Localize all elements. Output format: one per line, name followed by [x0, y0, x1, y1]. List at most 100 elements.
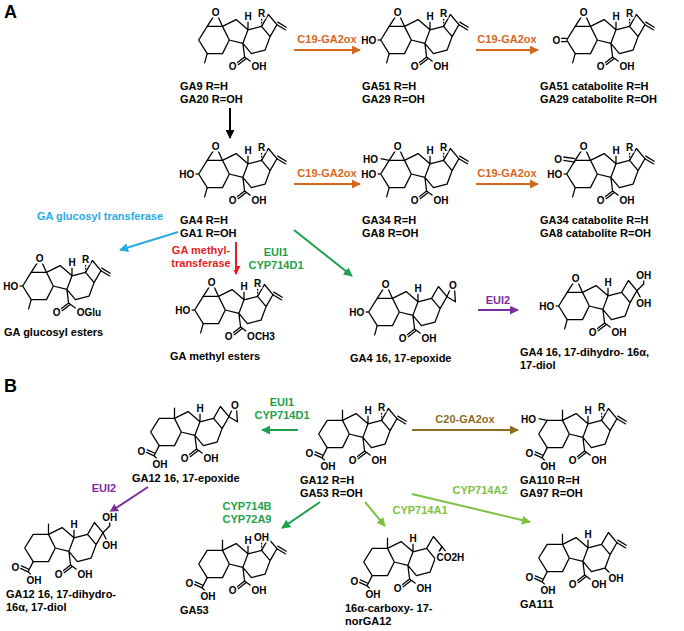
- molecule-name: GA34 R=H: [362, 214, 474, 227]
- atom-label: O: [568, 579, 578, 590]
- atom-label: HO: [2, 281, 19, 292]
- molecule-structure: [314, 409, 406, 461]
- atom-label: H: [611, 145, 620, 156]
- atom-label: OH: [416, 583, 433, 594]
- atom-label: H: [243, 11, 252, 22]
- molecule-name: GA20 R=OH: [180, 93, 292, 106]
- atom-label: OH: [251, 61, 268, 72]
- reaction-arrow: [294, 183, 360, 185]
- atom-label: OH: [433, 61, 450, 72]
- atom-label: H: [413, 283, 422, 294]
- atom-label: HO: [348, 307, 365, 318]
- atom-label: R: [257, 7, 266, 18]
- atom-label: HO: [360, 35, 377, 46]
- name-block: GA methyl esters: [170, 350, 296, 363]
- atom-label: O: [35, 252, 45, 263]
- molecule-node: GA53: [178, 528, 292, 619]
- reaction-arrow: [229, 108, 231, 138]
- molecule-name: GA8 catabolite R=OH: [540, 227, 680, 240]
- atom-label: O: [571, 272, 581, 283]
- molecule-structure: [377, 15, 468, 65]
- molecule-structure: [199, 15, 287, 65]
- atom-label: OCH3: [246, 331, 276, 342]
- atom-label: O: [448, 279, 458, 290]
- atom-label: H: [425, 11, 434, 22]
- molecule-name: GA29 R=OH: [362, 93, 474, 106]
- atom-label: O: [524, 571, 534, 582]
- atom-label: O: [228, 61, 238, 72]
- molecule-name: GA4 R=H: [180, 214, 292, 227]
- molecule-name: GA34 catabolite R=H: [540, 214, 680, 227]
- molecule-name: GA12 16, 17-dihydro- 16α, 17-diol: [6, 588, 138, 614]
- enzyme-label: EUI1 CYP714D1: [243, 246, 309, 272]
- enzyme-label: GA methyl- transferase: [167, 244, 235, 270]
- name-block: GA34 catabolite R=HGA8 catabolite R=OH: [540, 214, 680, 240]
- molecule-node: GA51 R=HGA29 R=OH: [360, 4, 476, 108]
- atom-label: O: [393, 140, 403, 151]
- atom-label: O: [568, 455, 578, 466]
- name-block: GA4 R=HGA1 R=OH: [180, 214, 292, 240]
- name-block: GA111: [520, 598, 640, 611]
- atom-label: OH: [608, 572, 625, 583]
- atom-label: OH: [591, 455, 608, 466]
- molecule-node: GA9 R=HGA20 R=OH: [178, 4, 294, 108]
- reaction-arrow: [294, 49, 360, 51]
- enzyme-label: CYP714B CYP72A9: [214, 500, 280, 526]
- atom-label: O: [348, 455, 358, 466]
- molecule-structure: [146, 407, 237, 459]
- atom-label: OH: [619, 61, 636, 72]
- enzyme-label: EUI1 CYP714D1: [249, 396, 315, 422]
- atom-label: O: [552, 35, 562, 46]
- molecule-structure: [194, 539, 286, 591]
- atom-label: O: [410, 61, 420, 72]
- atom-label: OH: [26, 575, 43, 586]
- molecule-node: GA4 R=HGA1 R=OH: [178, 138, 294, 242]
- molecule-name: 16α-carboxy- 17-norGA12: [345, 602, 435, 628]
- atom-label: HO: [178, 169, 195, 180]
- atom-label: OH: [320, 461, 337, 472]
- atom-label: R: [81, 253, 90, 264]
- atom-label: O: [579, 140, 589, 151]
- atom-label: H: [243, 535, 252, 546]
- atom-label: R: [625, 141, 634, 152]
- molecule-name: GA methyl esters: [170, 350, 296, 363]
- atom-label: OH: [635, 270, 652, 281]
- name-block: GA4 16, 17-dihydro- 16α, 17-diol: [520, 346, 650, 372]
- atom-label: OH: [611, 327, 628, 338]
- atom-label: O: [54, 569, 64, 580]
- atom-label: OH: [203, 453, 220, 464]
- molecule-structure: [19, 261, 110, 311]
- enzyme-label: CYP714A2: [451, 484, 508, 497]
- atom-label: OH: [77, 569, 94, 580]
- atom-label: R: [253, 277, 262, 288]
- reaction-arrow: [262, 429, 298, 431]
- atom-label: HO: [546, 169, 563, 180]
- enzyme-label: C19-GA2ox: [296, 33, 357, 46]
- atom-label: O: [596, 195, 606, 206]
- atom-label: H: [583, 529, 592, 540]
- atom-label: O: [180, 453, 190, 464]
- name-block: GA12 R=HGA53 R=OH: [300, 474, 410, 500]
- enzyme-label: EUI2: [91, 482, 117, 495]
- atom-label: H: [195, 403, 204, 414]
- name-block: GA34 R=HGA8 R=OH: [362, 214, 474, 240]
- molecule-structure: [534, 409, 626, 461]
- panel-letter: B: [4, 376, 17, 396]
- name-block: GA12 16, 17-dihydro- 16α, 17-diol: [6, 588, 138, 614]
- name-block: GA glucosyl esters: [4, 326, 150, 339]
- atom-label: R: [597, 401, 606, 412]
- atom-label: OH: [200, 591, 217, 602]
- name-block: GA110 R=HGA97 R=OH: [520, 474, 640, 500]
- molecule-structure: [534, 533, 626, 585]
- atom-label: O: [211, 140, 221, 151]
- molecule-name: GA111: [520, 598, 640, 611]
- atom-label: OH: [635, 298, 652, 309]
- atom-label: O: [410, 195, 420, 206]
- atom-label: OH: [371, 455, 388, 466]
- enzyme-label: C19-GA2ox: [476, 167, 537, 180]
- atom-label: O: [52, 307, 62, 318]
- molecule-structure: [365, 287, 455, 337]
- molecule-name: GA29 catabolite R=OH: [540, 93, 680, 106]
